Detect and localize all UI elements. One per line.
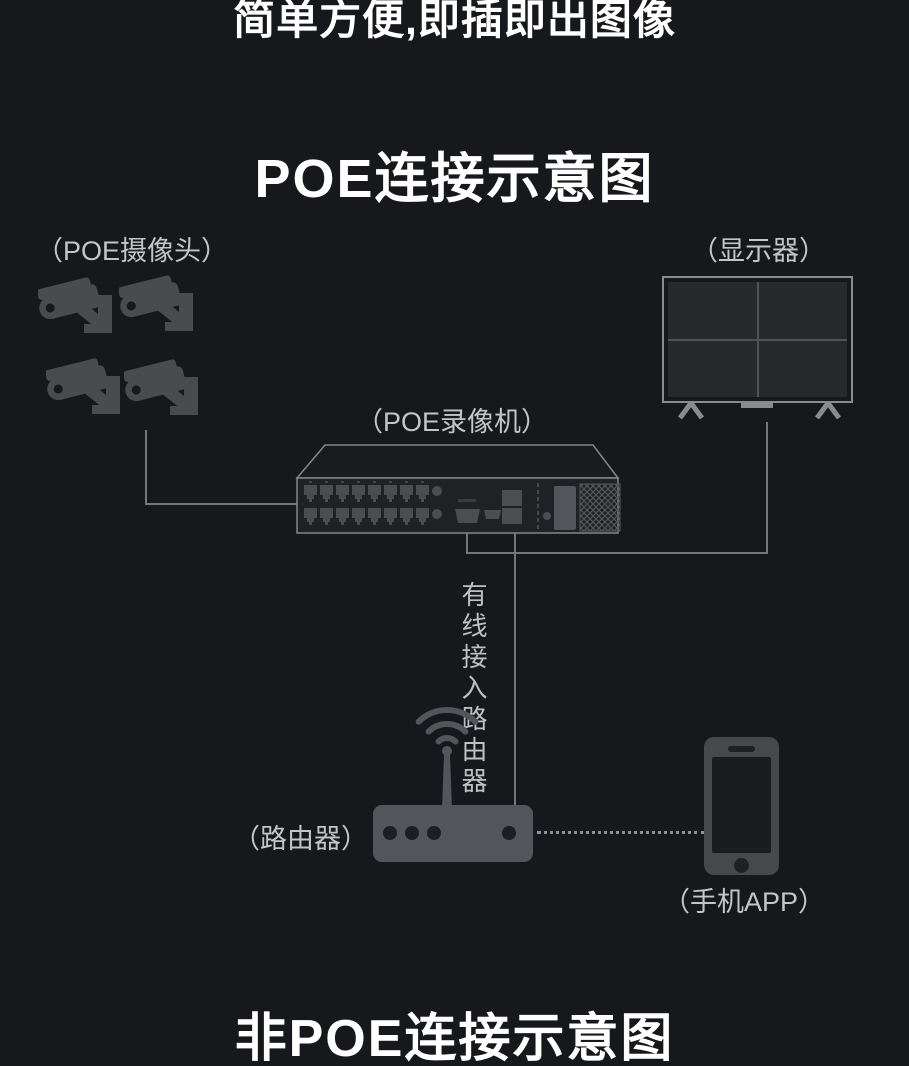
wired-connection-note: 有线接入路由器: [458, 581, 488, 798]
phone-icon: [704, 737, 779, 875]
camera-group-label: （POE摄像头）: [36, 236, 229, 266]
nvr-label: （POE录像机）: [355, 407, 549, 437]
nvr-vent-grill: [579, 483, 621, 532]
router-label: （路由器）: [233, 824, 368, 854]
phone-speaker: [728, 746, 755, 752]
nvr-io-connectors: [432, 486, 522, 524]
nvr-vga-stub-line: [466, 533, 468, 554]
router-antenna: [442, 755, 452, 808]
wifi-icon: [415, 706, 479, 756]
top-banner-text: 简单方便,即插即出图像: [233, 0, 676, 43]
router-to-phone-dotted-line: [537, 831, 705, 834]
nvr-power-module: [554, 486, 576, 530]
monitor-to-nvr-line-vertical: [766, 422, 768, 554]
monitor-leg-icon: [814, 401, 842, 419]
monitor-screen: [668, 282, 847, 397]
poe-camera-icon: [119, 275, 193, 331]
poe-diagram-title: POE连接示意图: [254, 149, 655, 209]
phone-label: （手机APP）: [662, 887, 826, 917]
nvr-to-router-line: [514, 533, 516, 806]
non-poe-diagram-title: 非POE连接示意图: [234, 1010, 675, 1066]
monitor-icon: [662, 276, 853, 403]
nvr-port-markers: [309, 481, 424, 483]
phone-screen: [712, 757, 771, 853]
poe-camera-icon: [124, 359, 198, 415]
router-icon: [373, 706, 533, 862]
router-leds: [383, 826, 516, 840]
router-body: [373, 805, 533, 862]
monitor-leg-icon: [677, 401, 705, 419]
cameras-to-nvr-line-vertical: [145, 430, 147, 505]
monitor-label: （显示器）: [691, 236, 826, 266]
poe-camera-icon: [38, 277, 112, 333]
monitor-stand: [741, 402, 773, 408]
monitor-quad-divider-vertical: [756, 282, 759, 397]
monitor-to-nvr-line-horizontal: [466, 552, 768, 554]
phone-home-button: [734, 858, 749, 873]
poe-nvr-icon: [295, 444, 621, 534]
poe-camera-icon: [46, 358, 120, 414]
cameras-to-nvr-line-horizontal: [145, 503, 301, 505]
